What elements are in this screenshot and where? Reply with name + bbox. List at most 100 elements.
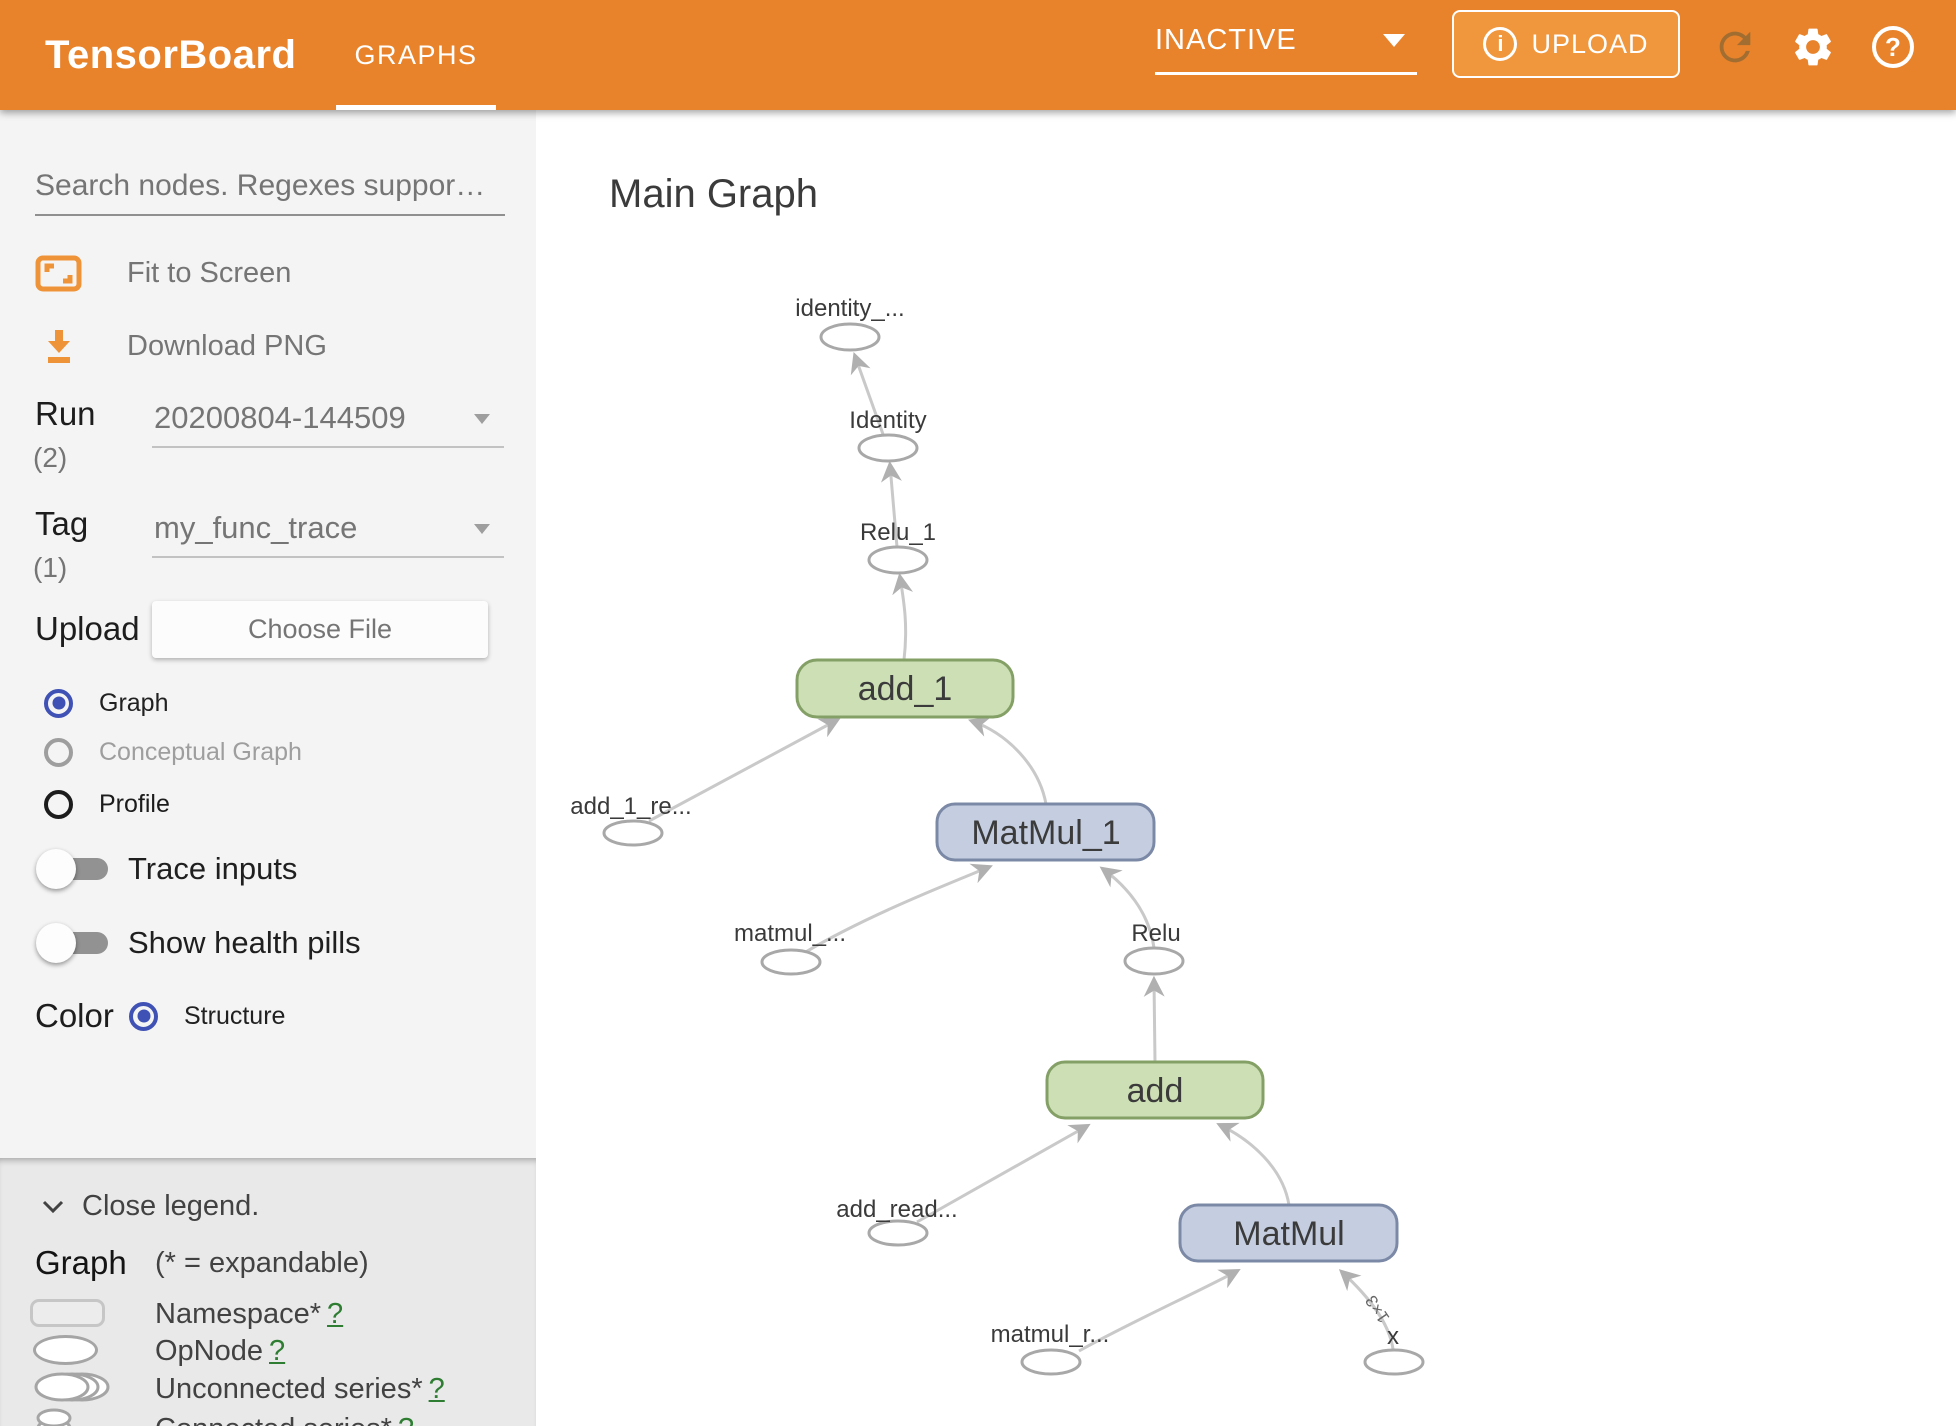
label-relu: Relu [1131, 920, 1180, 947]
legend-item-opnode: OpNode? [155, 1335, 285, 1368]
legend-item-label: OpNode [155, 1335, 264, 1367]
info-icon-glyph: i [1497, 31, 1504, 56]
node-matmul-label: MatMul [1233, 1215, 1344, 1253]
graph-node-labels: identity_... Identity Relu_1 add_1_re...… [570, 295, 1399, 1350]
node-matmul-1[interactable]: MatMul_1 [935, 802, 1156, 862]
opnode-matmul-read[interactable] [1020, 1348, 1082, 1376]
search-input[interactable] [35, 158, 505, 216]
status-dropdown[interactable]: INACTIVE [1155, 16, 1417, 76]
legend-item-label: Namespace* [155, 1298, 322, 1330]
opnode-identity-out[interactable] [819, 322, 881, 352]
show-health-pills-toggle[interactable]: Show health pills [36, 922, 361, 964]
run-count: (2) [33, 442, 68, 473]
help-icon[interactable]: ? [1872, 26, 1914, 68]
label-identity: Identity [849, 407, 926, 434]
status-dropdown-underline [1155, 72, 1417, 75]
label-add-1-read: add_1_re... [570, 793, 691, 820]
toggle-off-icon [36, 849, 108, 889]
help-icon-glyph: ? [1885, 31, 1901, 62]
connected-series-help-link[interactable]: ? [398, 1413, 414, 1426]
node-add[interactable]: add [1045, 1060, 1265, 1120]
download-icon [35, 325, 82, 367]
upload-field-label: Upload [35, 610, 140, 647]
graph-opnodes [602, 322, 1425, 1376]
radio-selected-icon [129, 1001, 158, 1031]
sidebar: Fit to Screen Download PNG Run (2) 20200… [0, 110, 536, 1426]
close-legend-button[interactable]: Close legend. [42, 1190, 259, 1223]
radio-conceptual-graph[interactable]: Conceptual Graph [44, 732, 302, 772]
choose-file-button[interactable]: Choose File [152, 601, 488, 658]
node-add-label: add [1127, 1072, 1184, 1110]
opnode-help-link[interactable]: ? [269, 1335, 286, 1367]
tab-active-underline [336, 105, 496, 110]
node-add-1-label: add_1 [858, 670, 953, 708]
radio-selected-icon [44, 688, 73, 718]
edge-add1read-to-add1 [648, 718, 841, 823]
app-title: TensorBoard [45, 33, 297, 77]
node-matmul[interactable]: MatMul [1178, 1203, 1399, 1263]
radio-profile[interactable]: Profile [44, 784, 170, 824]
namespace-help-link[interactable]: ? [327, 1298, 344, 1330]
label-x: x [1387, 1323, 1399, 1350]
run-dropdown-underline [152, 446, 504, 448]
chevron-down-icon [474, 524, 490, 534]
upload-button[interactable]: i UPLOAD [1452, 10, 1680, 78]
radio-unselected-icon [44, 789, 73, 819]
label-add-read: add_read... [836, 1196, 957, 1223]
opnode-add-read[interactable] [867, 1219, 929, 1247]
radio-graph[interactable]: Graph [44, 683, 168, 723]
opnode-swatch [33, 1335, 98, 1365]
opnode-relu[interactable] [1123, 946, 1185, 976]
legend-item-label: Connected series* [155, 1413, 392, 1426]
legend-item-connected-series: Connected series*? [155, 1413, 414, 1426]
trace-inputs-label: Trace inputs [128, 851, 298, 886]
radio-unselected-icon [44, 737, 73, 767]
node-matmul-1-label: MatMul_1 [971, 814, 1120, 852]
edge-matmulread-to-matmul [1078, 1269, 1241, 1353]
opnode-matmul-read-1[interactable] [760, 948, 822, 976]
opnode-x[interactable] [1363, 1348, 1425, 1376]
legend-panel: Close legend. Graph (* = expandable) Nam… [0, 1158, 536, 1426]
gear-icon[interactable] [1790, 24, 1836, 75]
fit-to-screen-icon [35, 255, 82, 292]
tag-dropdown-underline [152, 556, 504, 558]
graph-function-nodes: add_1 MatMul_1 add MatMul [795, 658, 1399, 1263]
edge-matmul-to-add [1216, 1122, 1291, 1206]
radio-profile-label: Profile [99, 789, 170, 818]
node-add-1[interactable]: add_1 [795, 658, 1015, 719]
legend-expandable-note: (* = expandable) [155, 1247, 369, 1279]
edge-addread-to-add [916, 1123, 1091, 1224]
legend-item-label: Unconnected series* [155, 1373, 423, 1405]
tab-graphs[interactable]: GRAPHS [336, 0, 496, 110]
download-png-label: Download PNG [127, 329, 327, 362]
opnode-relu-1[interactable] [867, 545, 929, 575]
legend-heading: Graph [35, 1244, 127, 1281]
opnode-identity[interactable] [857, 433, 919, 463]
tag-dropdown[interactable]: my_func_trace [152, 508, 504, 558]
legend-item-unconnected-series: Unconnected series*? [155, 1373, 445, 1406]
edge-matmulread1-to-matmul1 [803, 863, 993, 955]
connected-series-swatch [35, 1407, 75, 1426]
trace-inputs-toggle[interactable]: Trace inputs [36, 848, 298, 890]
legend-item-namespace: Namespace*? [155, 1298, 343, 1331]
toggle-off-icon [36, 923, 108, 963]
download-png-button[interactable]: Download PNG [35, 318, 327, 374]
run-label: Run [35, 395, 96, 432]
unconnected-series-swatch [30, 1370, 114, 1409]
graph-canvas[interactable]: Main Graph 1×3 [536, 110, 1956, 1426]
refresh-icon[interactable] [1712, 24, 1758, 75]
chevron-down-icon [42, 1200, 64, 1213]
graph-title: Main Graph [609, 172, 818, 216]
close-legend-label: Close legend. [82, 1190, 260, 1222]
unconnected-series-help-link[interactable]: ? [428, 1373, 445, 1405]
label-identity-out: identity_... [795, 295, 904, 322]
chevron-down-icon [474, 414, 490, 424]
radio-graph-label: Graph [99, 688, 169, 717]
run-dropdown[interactable]: 20200804-144509 [152, 398, 504, 448]
label-matmul-read: matmul_r... [991, 1321, 1110, 1348]
fit-to-screen-button[interactable]: Fit to Screen [35, 245, 291, 301]
opnode-add-1-read[interactable] [602, 819, 664, 847]
info-icon: i [1483, 27, 1518, 61]
radio-color-structure[interactable]: Structure [129, 999, 285, 1033]
